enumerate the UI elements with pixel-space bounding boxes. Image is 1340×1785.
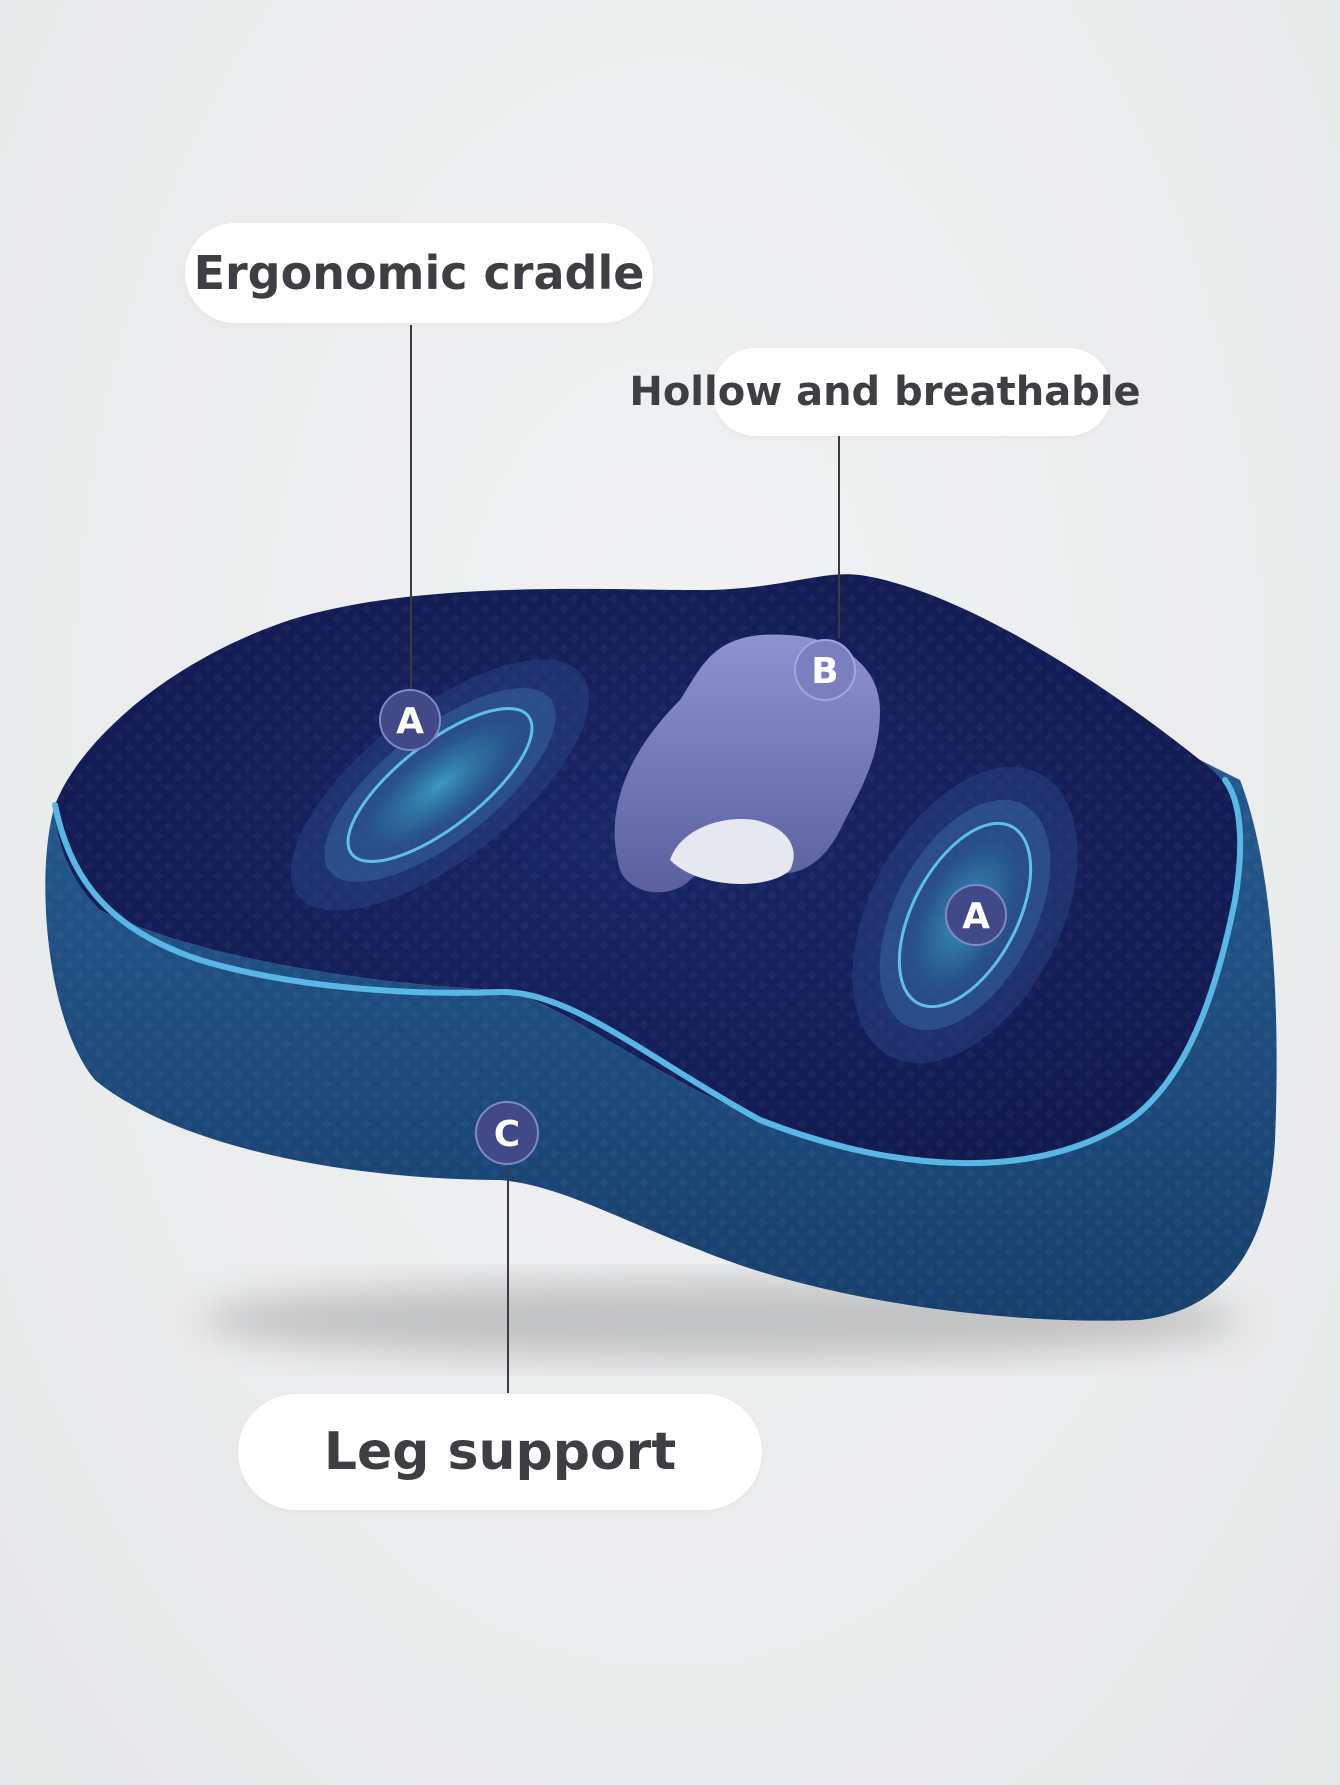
svg-text:A: A — [396, 701, 424, 742]
callout-leg-support: Leg support — [238, 1394, 762, 1510]
svg-text:A: A — [962, 896, 990, 937]
callout-ergonomic-cradle: Ergonomic cradle — [185, 223, 653, 323]
svg-text:C: C — [494, 1114, 520, 1155]
marker-a-right: A — [945, 884, 1007, 946]
cushion-piping — [52, 777, 1244, 1167]
pressure-zone-left — [290, 659, 590, 911]
marker-c: C — [475, 1101, 539, 1165]
leader-line-leg — [507, 1165, 509, 1393]
hollow-opening — [670, 819, 794, 884]
leader-line-cradle — [410, 325, 412, 695]
callout-ergonomic-cradle-text: Ergonomic cradle — [193, 246, 645, 300]
callout-hollow-breathable-text: Hollow and breathable — [629, 369, 1141, 415]
marker-a-left: A — [379, 689, 441, 751]
hollow-channel — [614, 634, 880, 893]
marker-b: B — [794, 639, 856, 701]
callout-leg-support-text: Leg support — [323, 1422, 677, 1482]
leader-line-hollow — [838, 436, 840, 638]
svg-text:B: B — [811, 651, 838, 692]
callout-hollow-breathable: Hollow and breathable — [629, 348, 1141, 436]
